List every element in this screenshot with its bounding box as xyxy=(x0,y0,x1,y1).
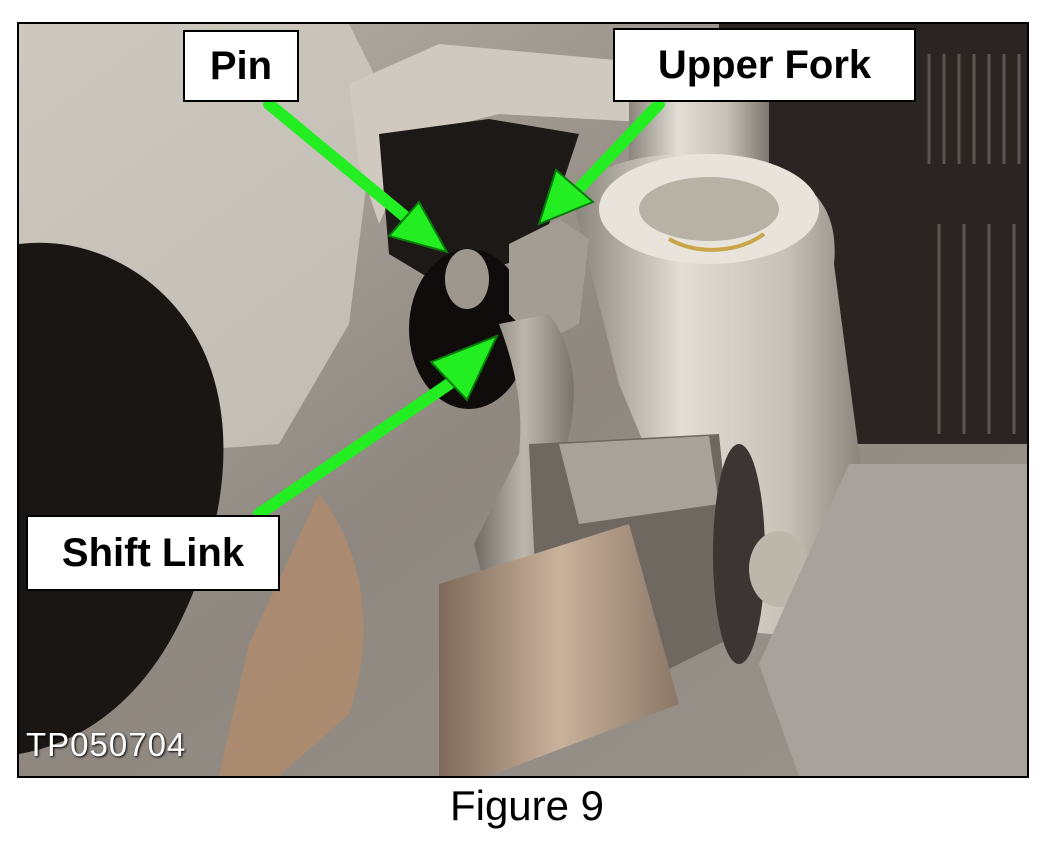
label-upper-fork: Upper Fork xyxy=(613,28,916,102)
brass-ring xyxy=(668,232,766,252)
washer xyxy=(713,444,765,664)
label-upper-fork-text: Upper Fork xyxy=(657,42,872,87)
dark-shadow-left xyxy=(19,242,224,755)
rust-patch xyxy=(219,494,364,776)
label-pin-text: Pin xyxy=(209,43,273,88)
label-shift-link: Shift Link xyxy=(26,515,280,591)
lower-tube xyxy=(439,524,679,776)
mechanism-photo xyxy=(17,22,1029,778)
casting-lower-right xyxy=(759,464,1027,776)
photo-code: TP050704 xyxy=(26,726,187,763)
ribbed-panel xyxy=(927,54,1021,434)
main-cylinder xyxy=(574,154,879,635)
cylinder-bore xyxy=(639,177,779,241)
photo-illustration xyxy=(19,24,1027,776)
label-shift-link-text: Shift Link xyxy=(61,530,245,575)
lower-block-face xyxy=(559,436,719,524)
arrow-shift-link xyxy=(253,334,499,520)
upper-fork xyxy=(509,219,589,344)
pin xyxy=(445,249,489,309)
figure-caption: Figure 9 xyxy=(449,782,605,829)
arrow-upper-fork xyxy=(537,98,665,226)
label-pin: Pin xyxy=(183,30,299,102)
arrow-pin xyxy=(263,98,450,254)
upper-bracket xyxy=(349,44,679,224)
